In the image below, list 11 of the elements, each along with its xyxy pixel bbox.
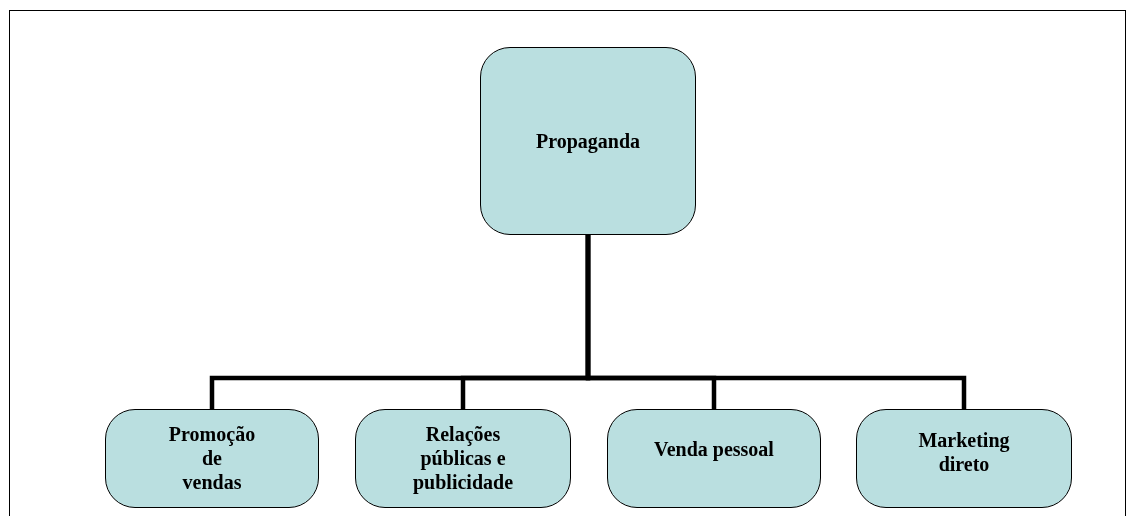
box-label: Promoção de vendas <box>167 422 257 494</box>
box-label: Marketing direto <box>917 428 1011 476</box>
connector-line <box>585 235 967 409</box>
rounded-box <box>480 47 696 235</box>
rounded-box <box>607 409 821 508</box>
box-label: Propaganda <box>535 129 641 153</box>
box-label: Relações públicas e publicidade <box>411 422 514 494</box>
rounded-box <box>105 409 319 508</box>
rounded-box <box>355 409 571 508</box>
rounded-box <box>856 409 1072 508</box>
box-label: Venda pessoal <box>654 437 774 461</box>
